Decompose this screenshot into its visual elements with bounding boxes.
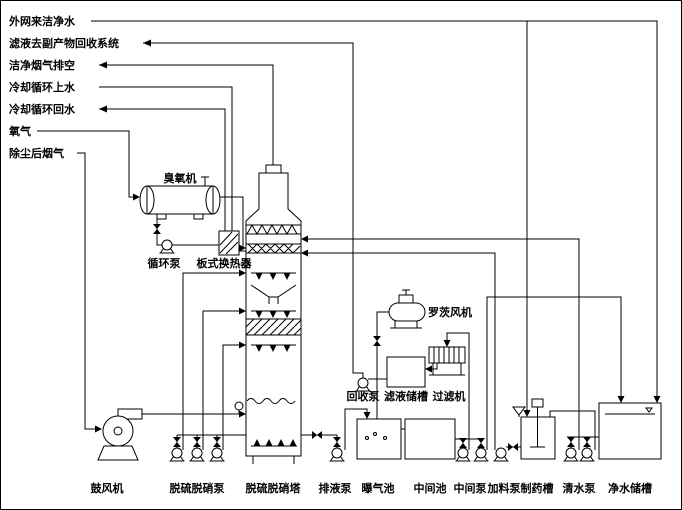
label-stream-cooling-supply: 冷却循环上水 [9, 80, 76, 94]
roots-blower [388, 289, 426, 329]
desulfurization-tower [245, 164, 302, 464]
clean-water-storage-tank [598, 402, 662, 460]
label-roots-blower: 罗茨风机 [428, 305, 472, 319]
ozone-generator [139, 185, 221, 220]
label-desulfurization-pump: 脱硫脱硝泵 [170, 481, 225, 495]
centrifugal-blower [97, 408, 143, 461]
label-filter-machine: 过滤机 [433, 389, 466, 403]
plate-heat-exchanger [218, 230, 240, 256]
label-stream-clean-gas-vent: 洁净烟气排空 [9, 58, 75, 72]
label-blower: 鼓风机 [91, 481, 124, 495]
labels: 外网来洁净水 滤液去副产物回收系统 洁净烟气排空 冷却循环上水 冷却循环回水 氧… [8, 14, 652, 495]
label-clean-water-pump: 清水泵 [563, 481, 596, 495]
label-clean-water-tank: 净水储槽 [608, 481, 652, 495]
circulation-pump [159, 239, 175, 254]
label-intermediate-tank: 中间池 [414, 481, 447, 495]
label-tower: 脱硫脱硝塔 [246, 481, 302, 495]
piping-lines [37, 20, 658, 450]
label-chemical-tank: 制药槽 [521, 481, 554, 495]
label-aeration-tank: 曝气池 [362, 481, 395, 495]
feed-pump [493, 447, 509, 462]
intermediate-tank [404, 418, 456, 460]
drain-pump [329, 447, 345, 462]
pressure-gauge [234, 401, 244, 411]
label-plate-heat-exchanger: 板式换热器 [197, 256, 253, 270]
label-feed-pump: 加料泵 [487, 481, 521, 495]
label-intermediate-pump: 中间泵 [454, 481, 487, 495]
label-stream-filtrate-out: 滤液去副产物回收系统 [9, 36, 119, 50]
label-drain-pump: 排液泵 [319, 481, 352, 495]
flow-arrows [95, 39, 661, 433]
label-stream-oxygen: 氧气 [8, 124, 31, 138]
filtrate-storage-tank [386, 356, 426, 388]
label-ozone-generator: 臭氧机 [164, 171, 197, 185]
label-stream-cooling-return: 冷却循环回水 [9, 102, 76, 116]
label-stream-flue-gas-in: 除尘后烟气 [9, 146, 64, 160]
intermediate-pumps [455, 447, 489, 462]
label-recovery-pump: 回收泵 [347, 389, 380, 403]
chemical-preparation-tank [512, 398, 556, 460]
label-filtrate-tank: 滤液储槽 [384, 389, 428, 403]
label-stream-clean-water-in: 外网来洁净水 [8, 14, 76, 28]
aeration-tank [356, 418, 402, 460]
label-circulation-pump: 循环泵 [148, 256, 181, 270]
filter-machine [428, 346, 466, 376]
desulfurization-pumps [169, 447, 225, 462]
